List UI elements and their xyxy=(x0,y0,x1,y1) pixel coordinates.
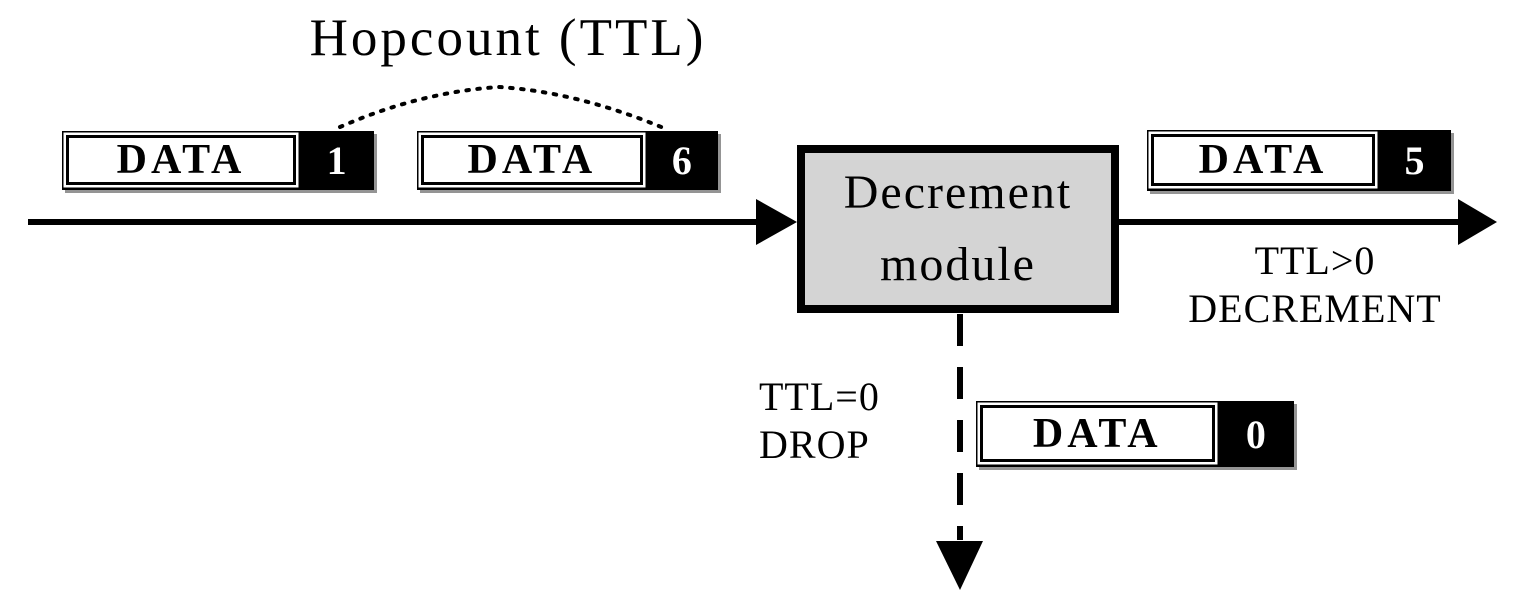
packet-ttl-field: 5 xyxy=(1404,138,1425,183)
drop-annotation: TTL=0 DROP xyxy=(759,373,880,469)
drop-condition-label: TTL=0 xyxy=(759,374,880,419)
hopcount-dotted-pointer xyxy=(338,84,668,131)
arrowhead-right-icon xyxy=(1458,199,1497,245)
packet-data-label: DATA xyxy=(467,137,597,183)
forward-annotation: TTL>0 DECREMENT xyxy=(1150,237,1480,333)
forward-action-label: DECREMENT xyxy=(1188,286,1442,331)
packet-ttl-6: DATA 6 xyxy=(417,131,718,190)
decrement-module-label-line1: Decrement xyxy=(843,166,1073,219)
input-flow-arrow xyxy=(28,199,797,245)
arrowhead-down-icon xyxy=(936,541,983,590)
packet-data-field: DATA xyxy=(980,405,1215,462)
decrement-module-label-line2: module xyxy=(880,238,1036,291)
packet-data-label: DATA xyxy=(1032,410,1162,457)
drop-flow-arrow xyxy=(936,314,983,590)
arrowhead-right-icon xyxy=(756,199,797,245)
packet-ttl-field: 1 xyxy=(326,138,347,183)
hopcount-title: Hopcount (TTL) xyxy=(309,9,707,67)
packet-ttl-1: DATA 1 xyxy=(62,131,374,190)
forward-condition-label: TTL>0 xyxy=(1254,238,1376,283)
drop-action-label: DROP xyxy=(759,422,870,467)
packet-data-field: DATA xyxy=(1151,134,1375,186)
packet-data-field: DATA xyxy=(421,135,643,185)
packet-data-label: DATA xyxy=(1198,137,1328,183)
packet-ttl-0: DATA 0 xyxy=(976,401,1294,467)
packet-ttl-5: DATA 5 xyxy=(1147,130,1451,191)
output-flow-arrow xyxy=(1116,199,1497,245)
packet-data-field: DATA xyxy=(66,135,296,185)
packet-ttl-field: 0 xyxy=(1245,411,1266,457)
packet-ttl-field: 6 xyxy=(671,138,692,183)
decrement-module-box: Decrement module xyxy=(797,145,1119,313)
packet-data-label: DATA xyxy=(116,137,246,183)
